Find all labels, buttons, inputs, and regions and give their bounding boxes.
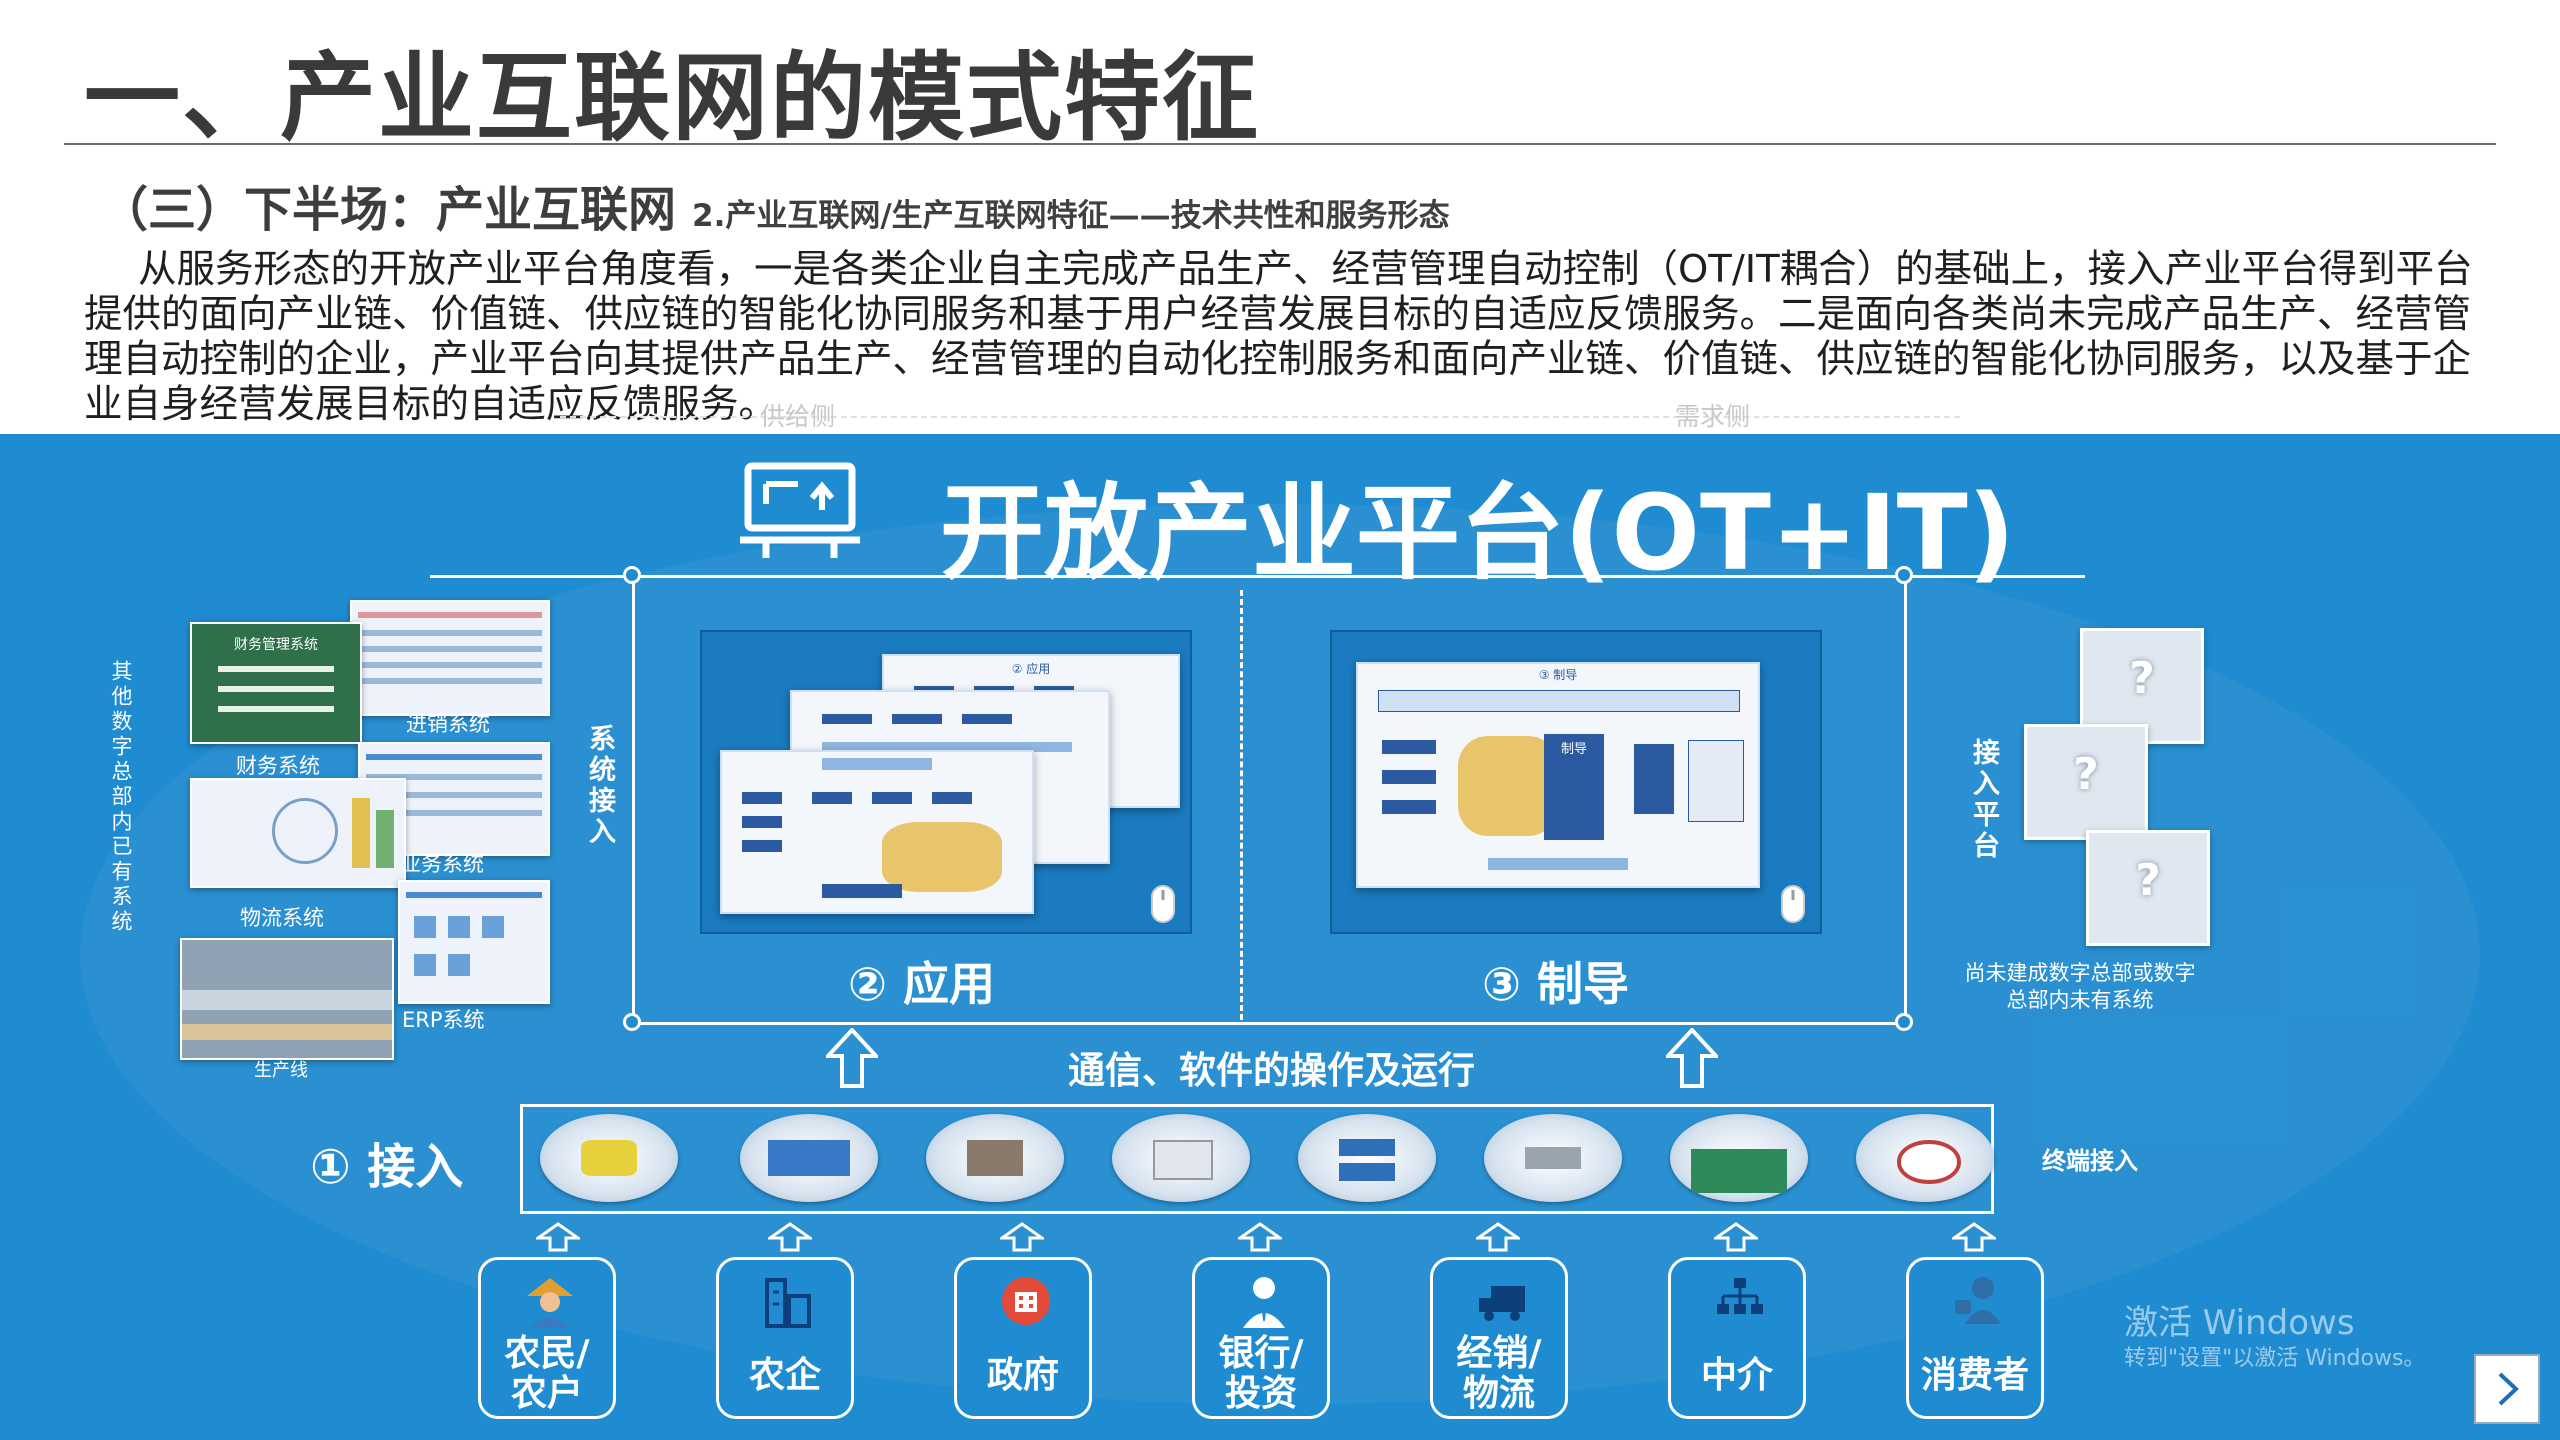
terminal-access-label: 终端接入: [2042, 1147, 2138, 1175]
up-arrow-icon: [768, 1222, 812, 1252]
stakeholder-bank-investment: 银行/ 投资: [1192, 1257, 1330, 1419]
up-arrow-icon: [536, 1222, 580, 1252]
faint-supply-label: 供给侧: [760, 402, 836, 431]
subtitle-sub: 2.产业互联网/生产互联网特征——技术共性和服务形态: [692, 198, 1450, 234]
access-label: ① 接入: [310, 1139, 464, 1195]
phone-device: [1112, 1114, 1250, 1202]
greenhouse-device: [1670, 1114, 1808, 1202]
faint-demand-label: 需求侧: [1675, 402, 1751, 431]
stakeholder-farmer: 农民/ 农户: [478, 1257, 616, 1419]
windows-activation-watermark: 激活 Windows: [2124, 1303, 2355, 1343]
org-chart-icon: [1717, 1278, 1763, 1314]
subtitle-main: （三）下半场：产业互联网: [100, 182, 677, 238]
guidance-label: ③ 制导: [1482, 957, 1629, 1011]
system-label: 生产线: [254, 1060, 308, 1081]
platform-bottom-line: [630, 1022, 1908, 1025]
camera-device: [1484, 1114, 1622, 1202]
production-line-photo: [180, 938, 394, 1060]
mouse-icon: [1781, 885, 1805, 923]
guidance-screen: ③ 制导 制导: [1356, 662, 1760, 888]
equipment-device: [926, 1114, 1064, 1202]
description-paragraph: 从服务形态的开放产业平台角度看，一是各类企业自主完成产品生产、经营管理自动控制（…: [84, 247, 2473, 427]
stakeholder-intermediary: 中介: [1668, 1257, 1806, 1419]
system-access-label: 系统接入: [584, 724, 615, 848]
frame-node: [623, 1013, 641, 1031]
section-divider: [1240, 590, 1243, 1020]
existing-systems-label: 其他数字总部内已有系统: [109, 660, 133, 935]
up-arrow-icon: [1952, 1222, 1996, 1252]
platform-left-line: [632, 578, 635, 1023]
system-label: ERP系统: [402, 1008, 485, 1032]
stakeholder-distribution-logistics: 经销/ 物流: [1430, 1257, 1568, 1419]
network-device: [1298, 1114, 1436, 1202]
chevron-right-icon: [2498, 1372, 2519, 1406]
gauge-device: [1856, 1114, 1994, 1202]
finance-screen-title: 财务管理系统: [234, 637, 318, 653]
erp-system-thumb: [398, 880, 550, 1004]
page-title: 一、产业互联网的模式特征: [84, 42, 1260, 154]
system-label: 进销系统: [406, 712, 490, 736]
up-arrow-icon: [1000, 1222, 1044, 1252]
application-screen-front: [720, 750, 1034, 914]
next-slide-button[interactable]: [2474, 1354, 2540, 1424]
platform-access-label: 接入平台: [1968, 738, 1999, 862]
windows-activation-hint: 转到"设置"以激活 Windows。: [2124, 1346, 2426, 1371]
platform-right-line: [1904, 578, 1907, 1023]
up-arrow-icon: [826, 1028, 878, 1088]
building-icon: [765, 1278, 811, 1328]
consumer-icon: [1955, 1277, 2001, 1324]
communication-label: 通信、软件的操作及运行: [1068, 1049, 1475, 1092]
government-icon: [1002, 1277, 1050, 1325]
mouse-icon: [1151, 885, 1175, 923]
application-label: ② 应用: [848, 957, 995, 1011]
system-label: 业务系统: [400, 852, 484, 876]
system-label: 财务系统: [236, 754, 320, 778]
faint-divider: [560, 416, 1960, 418]
up-arrow-icon: [1714, 1222, 1758, 1252]
platform-title: 开放产业平台(OT+IT): [940, 472, 2016, 594]
frame-node: [623, 566, 641, 584]
up-arrow-icon: [1476, 1222, 1520, 1252]
up-arrow-icon: [1666, 1028, 1718, 1088]
unbuilt-systems-label: 尚未建成数字总部或数字总部内未有系统: [1964, 961, 2196, 1012]
platform-top-line: [430, 575, 2085, 578]
stakeholder-agri-enterprise: 农企: [716, 1257, 854, 1419]
stakeholder-consumer: 消费者: [1906, 1257, 2044, 1419]
platform-icon: [740, 462, 860, 558]
farmer-icon: [527, 1278, 573, 1328]
frame-node: [1895, 1013, 1913, 1031]
truck-icon: [1479, 1286, 1525, 1321]
section-subtitle: （三）下半场：产业互联网 2.产业互联网/生产互联网特征——技术共性和服务形态: [100, 170, 1450, 240]
unknown-system-card: ?: [2024, 724, 2148, 840]
system-label: 物流系统: [240, 906, 324, 930]
logistics-system-thumb: [190, 778, 406, 888]
sales-system-thumb: [350, 600, 550, 716]
banker-icon: [1243, 1277, 1285, 1328]
stakeholder-government: 政府: [954, 1257, 1092, 1419]
machine-device: [740, 1114, 878, 1202]
frame-node: [1895, 566, 1913, 584]
up-arrow-icon: [1238, 1222, 1282, 1252]
title-divider: [64, 143, 2496, 145]
unknown-system-card: ?: [2086, 830, 2210, 946]
ear-tag-device: [540, 1114, 678, 1202]
finance-system-thumb: 财务管理系统: [190, 622, 362, 744]
